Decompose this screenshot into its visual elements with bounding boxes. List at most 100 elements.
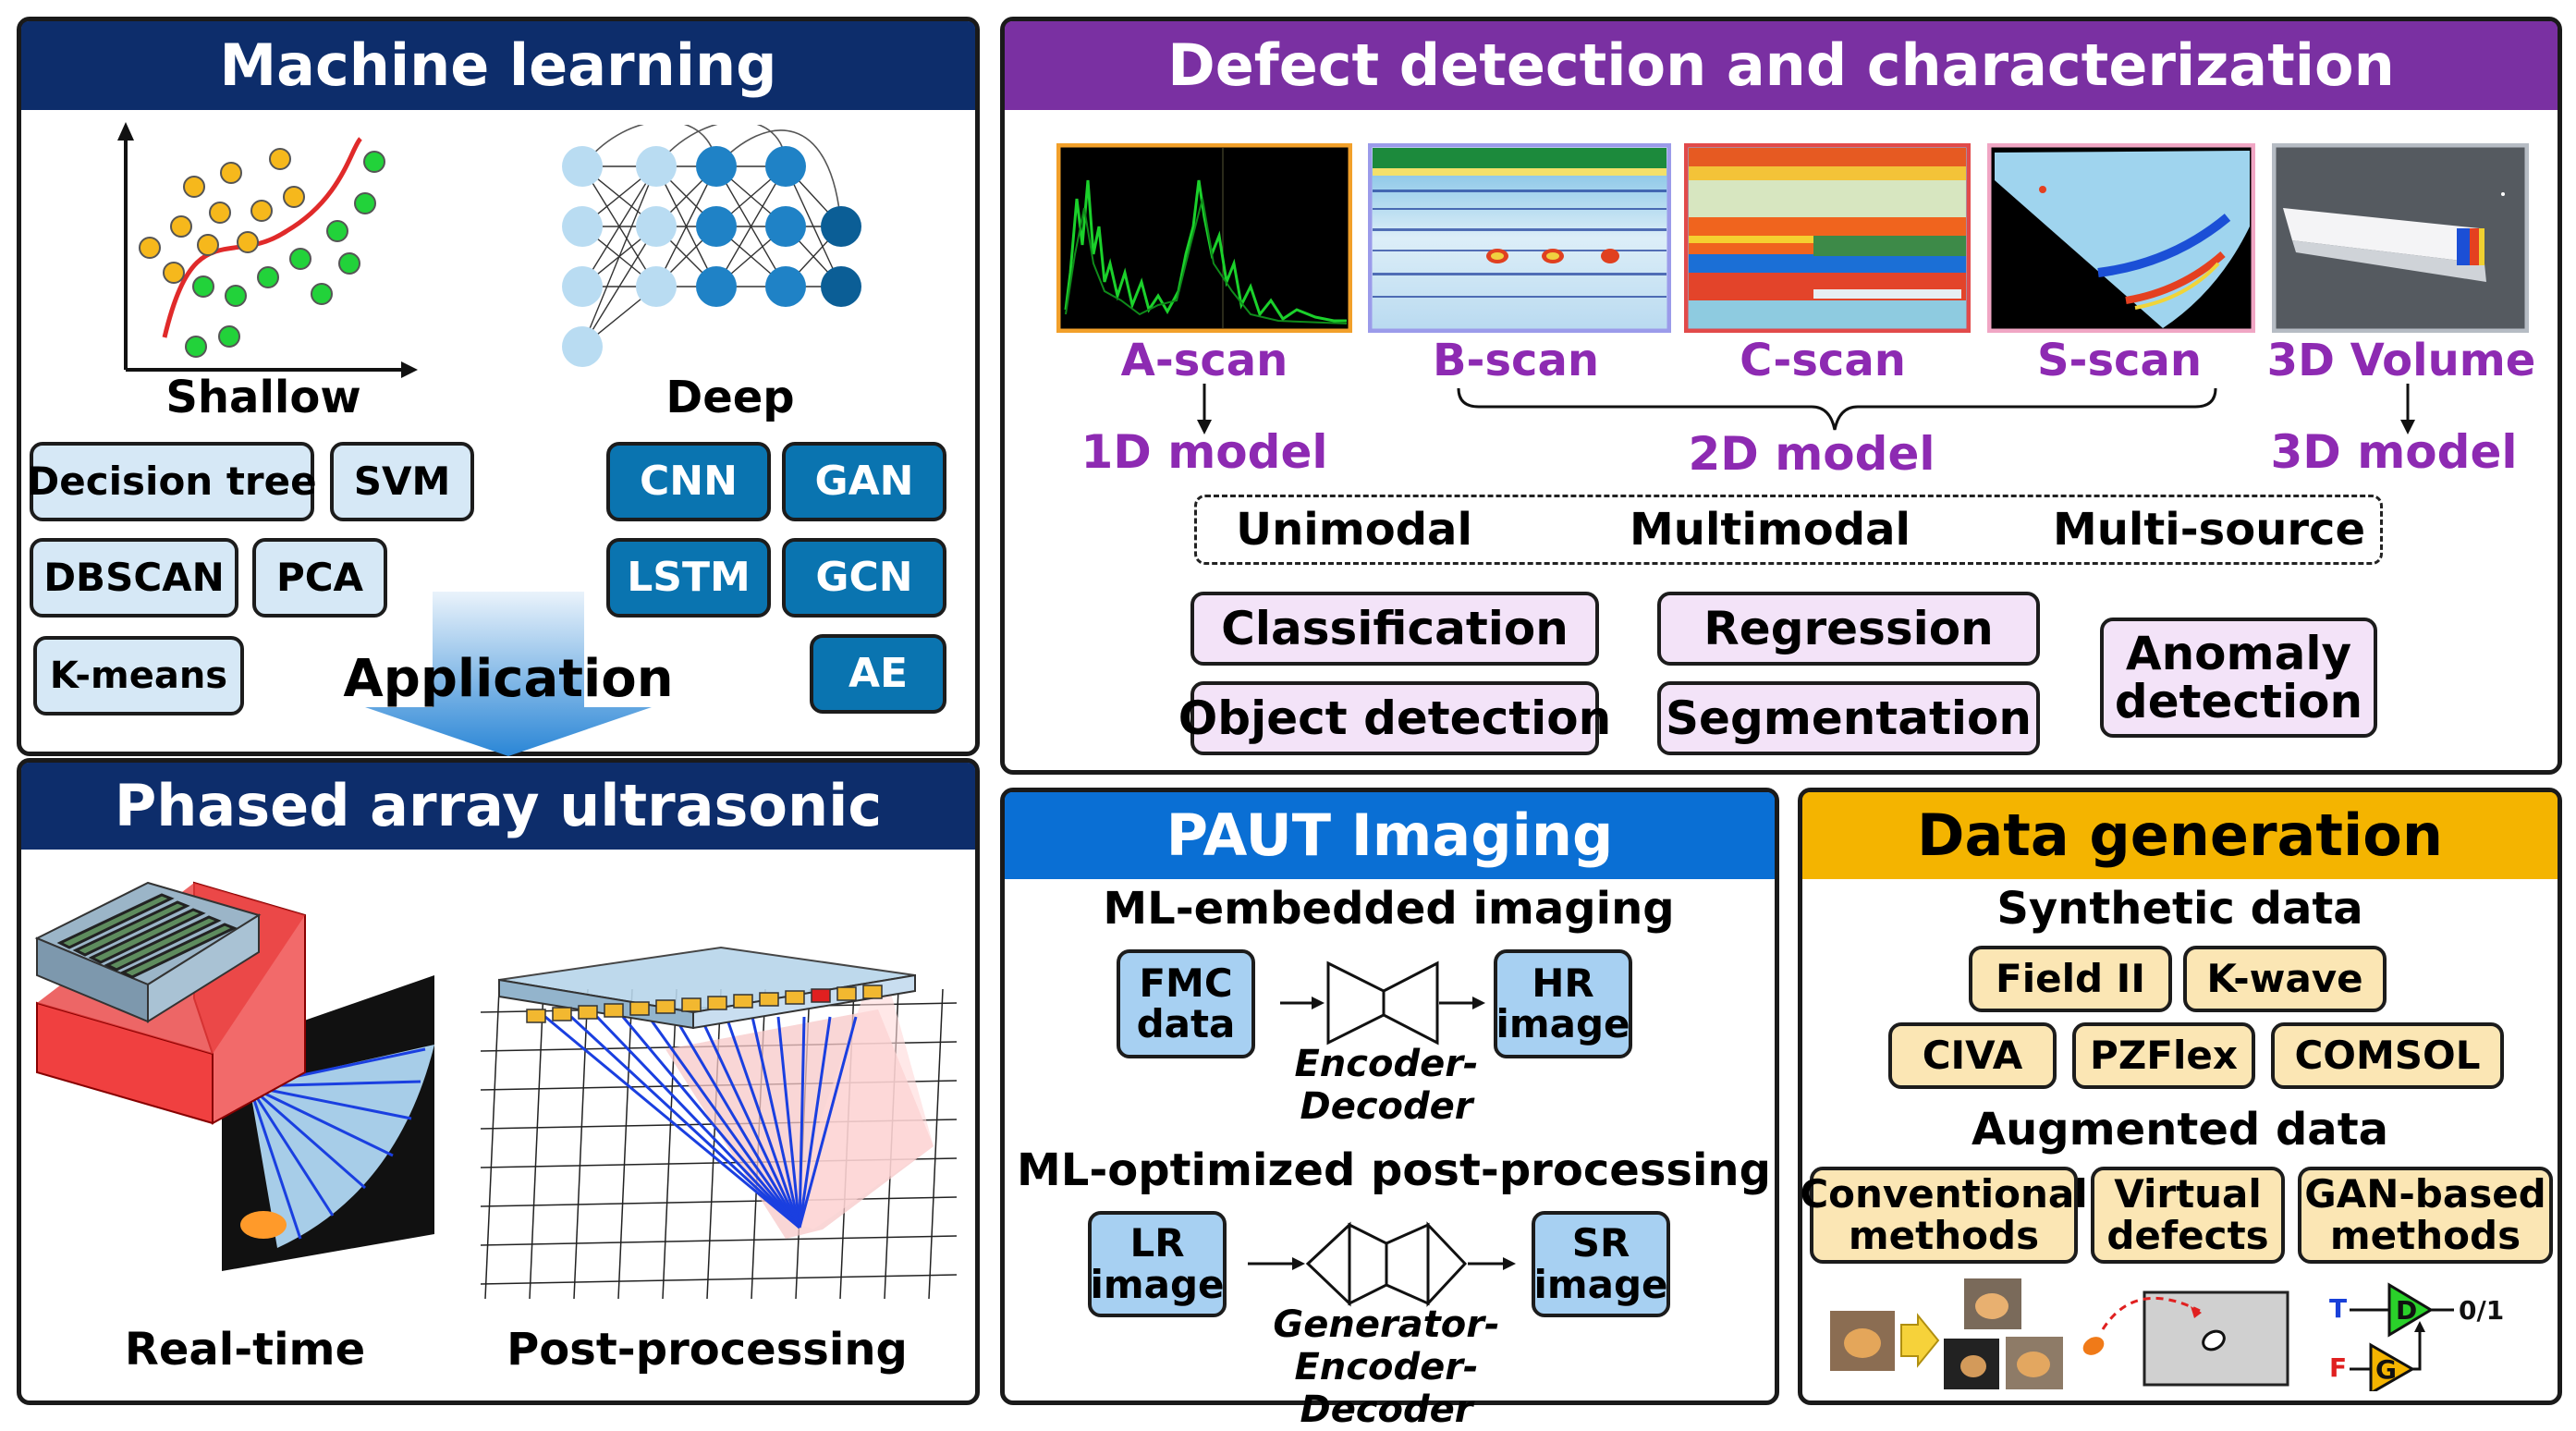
tool-k-wave: K-wave <box>2183 946 2387 1012</box>
array-element <box>836 986 857 1001</box>
conventional-augmentation-icon <box>1830 1278 2063 1389</box>
network-edge <box>581 226 657 348</box>
c-scan-image <box>1684 143 1971 333</box>
network-edge <box>715 165 787 287</box>
sr-image-box: SR image <box>1532 1211 1670 1317</box>
task-anomaly-detection: Anomaly detection <box>2100 618 2377 738</box>
ultrasound-ray <box>595 1015 801 1229</box>
deep-label: Deep <box>665 372 795 423</box>
array-element <box>552 1007 572 1021</box>
ultrasound-ray <box>699 1016 801 1229</box>
grid-line <box>484 988 500 1300</box>
grid-line <box>481 1274 958 1285</box>
s-scan-image <box>1987 143 2255 333</box>
array-element <box>707 996 727 1010</box>
grid-line <box>617 988 633 1300</box>
encoder-decoder-diagram <box>1280 960 1485 1046</box>
method-lstm: LSTM <box>606 538 771 618</box>
generator-encoder-decoder-diagram <box>1248 1221 1516 1307</box>
network-edge <box>655 165 717 287</box>
gan-fake-label: F <box>2329 1352 2347 1383</box>
hr-image-box: HR image <box>1494 949 1632 1058</box>
array-element <box>604 1003 624 1018</box>
aug-gan-based-methods: GAN-based methods <box>2298 1167 2553 1264</box>
method-ae: AE <box>810 634 946 714</box>
data-generation-header: Data generation <box>1802 792 2558 879</box>
task-regression: Regression <box>1657 592 2040 666</box>
ultrasound-ray <box>647 1016 801 1229</box>
3d-volume-image <box>2272 143 2529 333</box>
network-edge <box>581 165 657 287</box>
ultrasound-ray <box>725 1016 801 1229</box>
tool-civa: CIVA <box>1888 1022 2057 1089</box>
method-svm: SVM <box>330 442 474 521</box>
method-k-means: K-means <box>33 636 244 716</box>
network-node <box>765 206 806 247</box>
network-node <box>821 266 861 307</box>
array-element <box>862 985 883 999</box>
grid-line <box>928 988 944 1300</box>
network-node <box>696 266 737 307</box>
grid-line <box>529 988 544 1300</box>
a-scan-image <box>1056 143 1352 333</box>
array-element <box>629 1001 650 1016</box>
method-pca: PCA <box>252 538 387 618</box>
network-node <box>696 206 737 247</box>
ultrasound-ray <box>798 1016 858 1229</box>
deep-network-diagram <box>562 125 861 367</box>
ml-optimized-title: ML-optimized post-processing <box>1017 1144 1771 1196</box>
ultrasound-ray <box>569 1015 801 1229</box>
task-segmentation: Segmentation <box>1657 681 2040 755</box>
network-node <box>765 146 806 187</box>
modality-multi-source: Multi-source <box>2052 504 2366 556</box>
shallow-scatter-plot <box>117 122 418 378</box>
model-label-2d: 2D model <box>1688 427 1935 481</box>
array-element <box>759 992 779 1007</box>
ml-embedded-title: ML-embedded imaging <box>1103 883 1675 935</box>
postprocessing-illustration <box>481 946 958 1300</box>
ultrasound-ray <box>776 1016 801 1229</box>
encoder-decoder-label: Encoder-Decoder <box>1294 1043 1479 1128</box>
method-cnn: CNN <box>606 442 771 521</box>
model-label-1d: 1D model <box>1080 425 1328 479</box>
network-node <box>821 206 861 247</box>
model-connectors <box>1197 384 2415 434</box>
gan-discriminator-label: D <box>2396 1295 2417 1326</box>
generator-encoder-decoder-label: Generator-Encoder-Decoder <box>1273 1303 1500 1431</box>
ultrasound-ray <box>751 1016 801 1229</box>
network-edge <box>581 165 657 348</box>
network-node <box>562 326 603 367</box>
network-node <box>636 206 677 247</box>
method-dbscan: DBSCAN <box>30 538 238 618</box>
modality-box <box>1194 495 2383 565</box>
task-classification: Classification <box>1190 592 1599 666</box>
array-element <box>578 1005 598 1020</box>
grid-line <box>481 1235 958 1246</box>
network-node <box>765 266 806 307</box>
array-element <box>733 994 753 1009</box>
synthetic-data-title: Synthetic data <box>1996 883 2363 935</box>
network-node <box>636 146 677 187</box>
array-element <box>681 997 702 1012</box>
method-gan: GAN <box>782 442 946 521</box>
ultrasound-ray <box>798 1016 832 1229</box>
application-arrow <box>365 592 652 756</box>
array-element <box>785 990 805 1005</box>
grid-line <box>662 988 678 1300</box>
gan-diagram-icon: T F D 0/1 G <box>2329 1282 2504 1391</box>
network-node <box>562 266 603 307</box>
scan-label-3d: 3D Volume <box>2266 335 2536 386</box>
network-node <box>562 146 603 187</box>
grid-line <box>573 988 589 1300</box>
b-scan-image <box>1368 143 1671 333</box>
defect-detection-header: Defect detection and characterization <box>1005 21 2558 110</box>
task-object-detection: Object detection <box>1178 681 1611 755</box>
application-label: Application <box>343 649 674 709</box>
ultrasound-ray <box>798 1016 806 1229</box>
augmented-data-title: Augmented data <box>1971 1104 2389 1156</box>
realtime-label: Real-time <box>124 1324 366 1376</box>
tool-pzflex: PZFlex <box>2072 1022 2255 1089</box>
paut-imaging-header: PAUT Imaging <box>1005 792 1775 879</box>
ultrasound-ray <box>621 1016 801 1229</box>
